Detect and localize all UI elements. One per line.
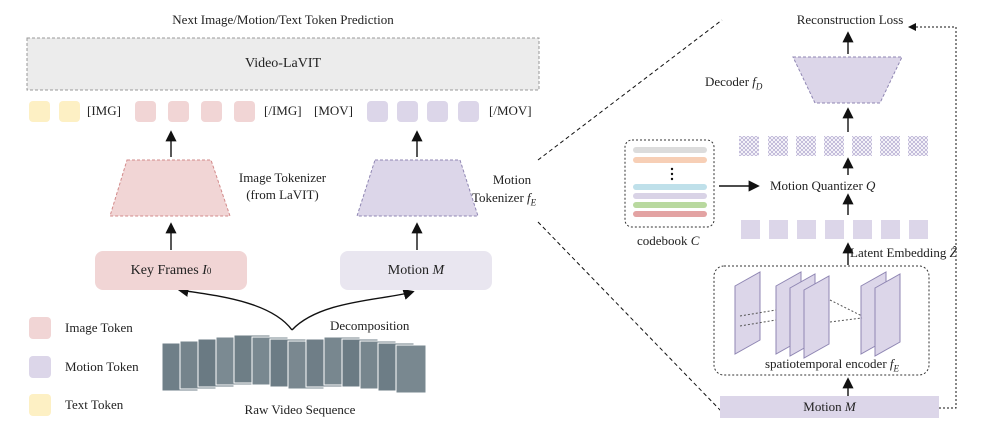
encoder-label: spatiotemporal encoder fE <box>765 356 900 374</box>
video-frames <box>161 334 427 394</box>
latent-embedding-label: Latent Embedding Ẑ <box>850 245 957 260</box>
reconstruction-loss-label: Reconstruction Loss <box>796 12 904 27</box>
text-token <box>59 101 80 122</box>
text-token <box>29 101 50 122</box>
motion-input-bar <box>720 396 939 418</box>
mov-open-token: [MOV] <box>314 103 353 118</box>
legend-label-text: Text Token <box>65 397 124 412</box>
motion-box: Motion M <box>340 251 492 290</box>
quantized-tokens <box>739 136 928 156</box>
img-open-token: [IMG] <box>87 103 121 118</box>
decoder-label: Decoder fD <box>705 74 763 92</box>
legend-label-image: Image Token <box>65 320 133 335</box>
key-frames-label: Key Frames <box>130 262 199 278</box>
motion-label: Motion <box>387 262 430 278</box>
motion-tokenizer-shape <box>356 159 479 217</box>
raw-video-label: Raw Video Sequence <box>244 402 356 417</box>
motion-input-label: Motion M <box>803 399 856 414</box>
codebook-label: codebook C <box>637 233 700 248</box>
mov-close-token: [/MOV] <box>489 103 532 118</box>
motion-tokenizer-label-1: Motion <box>492 172 532 187</box>
image-tokenizer-label-2: (from LaVIT) <box>246 187 319 202</box>
encoder-layers <box>734 271 901 359</box>
motion-token <box>367 101 388 122</box>
motion-token <box>458 101 479 122</box>
image-token <box>168 101 189 122</box>
motion-quantizer-label: Motion Quantizer Q <box>770 178 876 193</box>
video-lavit-box <box>26 37 540 91</box>
motion-tokenizer-label-2: Tokenizer fE <box>472 190 537 208</box>
image-tokenizer-label-1: Image Tokenizer <box>238 170 327 185</box>
decomposition-label: Decomposition <box>330 318 410 333</box>
image-tokenizer-shape <box>109 159 231 217</box>
image-token <box>135 101 156 122</box>
motion-token <box>427 101 448 122</box>
img-close-token: [/IMG] <box>264 103 302 118</box>
legend-swatch-text <box>29 394 51 416</box>
image-token <box>201 101 222 122</box>
legend-swatch-motion <box>29 356 51 378</box>
latent-tokens <box>741 220 928 239</box>
codebook-box <box>624 139 715 228</box>
image-token <box>234 101 255 122</box>
llm-label: Video-LaVIT <box>244 56 322 71</box>
motion-token <box>397 101 418 122</box>
encoder-box <box>713 265 930 376</box>
legend-swatch-image <box>29 317 51 339</box>
top-title: Next Image/Motion/Text Token Prediction <box>172 12 394 27</box>
decoder-shape <box>792 56 903 104</box>
legend-label-motion: Motion Token <box>65 359 139 374</box>
